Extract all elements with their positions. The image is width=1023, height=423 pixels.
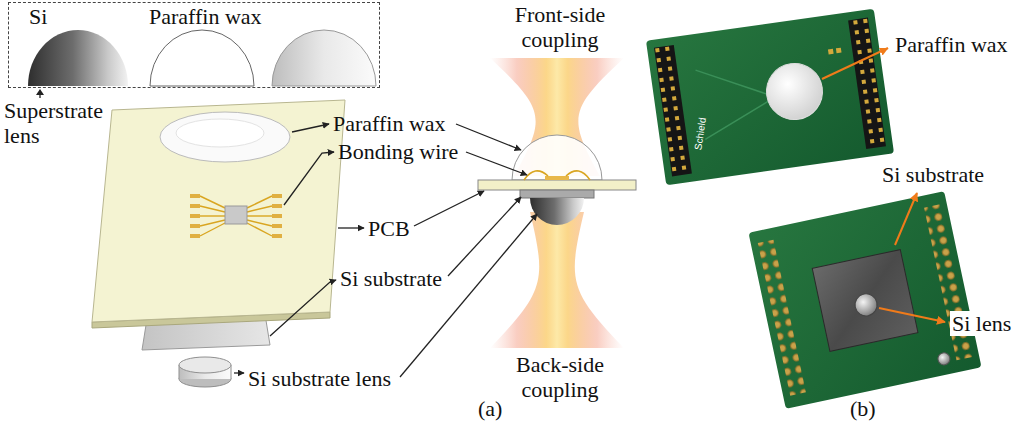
photo-label: Si substrate: [880, 162, 986, 187]
bond-pad: [190, 214, 200, 218]
leader-line: [414, 191, 484, 226]
pad: [828, 49, 834, 55]
coupling-label: Front-side coupling: [496, 2, 624, 53]
pin-row: [758, 240, 806, 396]
material-label: Paraffin wax: [149, 4, 262, 29]
arrow-head: [36, 89, 44, 95]
bonding-wire: [200, 215, 225, 216]
pin-header: [654, 45, 692, 177]
leader-line: [466, 152, 527, 175]
pcb-photo: [748, 191, 981, 409]
chip: [225, 206, 247, 224]
bond-pads: [190, 194, 282, 238]
part-label: PCB: [368, 216, 410, 241]
leader-line: [338, 227, 364, 228]
si-lens-section: [530, 198, 584, 225]
leader-line: [234, 372, 244, 373]
bonding-wire: [247, 206, 272, 212]
part-label: Paraffin wax: [333, 111, 446, 136]
bonding-wire: [247, 223, 272, 236]
si-hemisphere: [28, 30, 128, 86]
si-substrate-lens-top: [179, 357, 231, 373]
pin-row: [924, 204, 972, 360]
leader-line: [448, 197, 521, 276]
panel-label: (b): [850, 396, 876, 421]
wax-lens-sheen: [176, 119, 264, 147]
photo-arrow: [895, 193, 917, 245]
photo-arrow: [822, 48, 888, 79]
lens-options-box: Si Paraffin wax: [8, 2, 380, 88]
bond-pad: [190, 204, 200, 208]
part-label: Si substrate lens: [248, 366, 391, 391]
pcb-board: [92, 100, 345, 322]
bond-pad: [272, 194, 282, 198]
bonding-wire: [247, 215, 272, 216]
bonding-wire: [200, 206, 225, 212]
bonding-wire-section: [566, 171, 590, 180]
bond-pad: [272, 234, 282, 238]
si-substrate-section: [520, 190, 594, 198]
bonding-wires: [200, 196, 272, 236]
bond-pad: [190, 194, 200, 198]
photo-top-board: [646, 9, 894, 186]
bond-pad: [272, 204, 282, 208]
leader-line: [292, 124, 329, 132]
panel-label: (a): [478, 396, 502, 421]
coupling-label: Back-side coupling: [496, 352, 624, 403]
wax-lens-footprint: [160, 112, 290, 162]
photo-label: Si lens: [950, 311, 1013, 336]
bond-pad: [190, 234, 200, 238]
photo-bottom-board: [748, 191, 981, 409]
pcb-trace: [696, 60, 770, 104]
leader-line: [284, 152, 334, 205]
screw: [937, 352, 951, 366]
photo-arrow: [879, 308, 945, 322]
pcb-photo: [646, 9, 894, 186]
pad: [836, 48, 842, 54]
si-lens-photo: [853, 292, 879, 318]
part-label: Superstrate lens: [4, 98, 110, 149]
bond-pad: [190, 224, 200, 228]
wax-lens-photo: [763, 60, 826, 123]
photo-label: Paraffin wax: [893, 32, 1010, 57]
back-beam: [490, 212, 624, 348]
pcb-trace: [701, 100, 774, 139]
leader-line: [456, 124, 521, 150]
part-label: Bonding wire: [338, 139, 458, 164]
pin-header: [848, 18, 886, 150]
si-substrate-photo: [812, 250, 918, 352]
bond-pad: [272, 214, 282, 218]
leader-line: [270, 280, 336, 336]
bonding-wire: [200, 223, 225, 236]
pcb-section: [478, 180, 636, 190]
part-label: Si substrate: [340, 266, 442, 291]
wax-lens-section: [512, 135, 602, 180]
material-label: Si: [29, 4, 47, 29]
bond-pad: [272, 224, 282, 228]
wax-hemisphere: [272, 30, 376, 86]
wax-hemisphere: [150, 30, 254, 86]
bonding-wire-section: [524, 171, 548, 180]
chip-section: [545, 176, 569, 180]
